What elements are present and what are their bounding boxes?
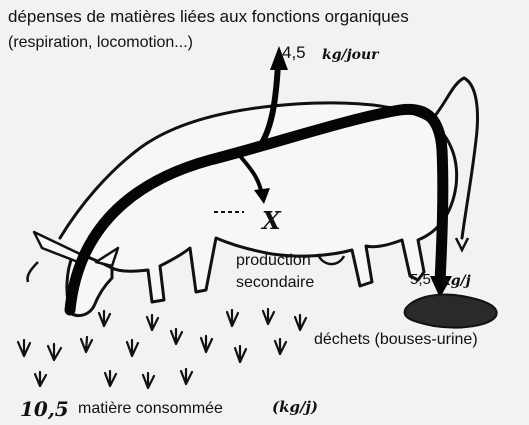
waste-value: 5,5 xyxy=(410,272,431,289)
consumed-value: 10,5 xyxy=(20,398,69,420)
grass-tufts xyxy=(18,309,306,388)
expenditure-unit: kg/jour xyxy=(322,48,379,63)
consumed-label: matière consommée xyxy=(78,400,223,418)
expenditure-value: 4,5 xyxy=(282,44,306,63)
production-marker: X xyxy=(262,208,281,234)
production-label-line2: secondaire xyxy=(236,274,314,292)
dung-pile xyxy=(405,295,497,328)
consumed-unit: (kg/j) xyxy=(272,399,318,416)
production-label-line1: production xyxy=(236,252,311,270)
cow-tail-tuft xyxy=(456,238,468,250)
waste-label: déchets (bouses-urine) xyxy=(314,331,478,349)
cow-horn xyxy=(27,262,38,282)
waste-unit: kg/j xyxy=(441,274,471,289)
expenditure-subtitle: (respiration, locomotion...) xyxy=(8,34,193,52)
expenditure-title: dépenses de matières liées aux fonctions… xyxy=(8,8,409,27)
